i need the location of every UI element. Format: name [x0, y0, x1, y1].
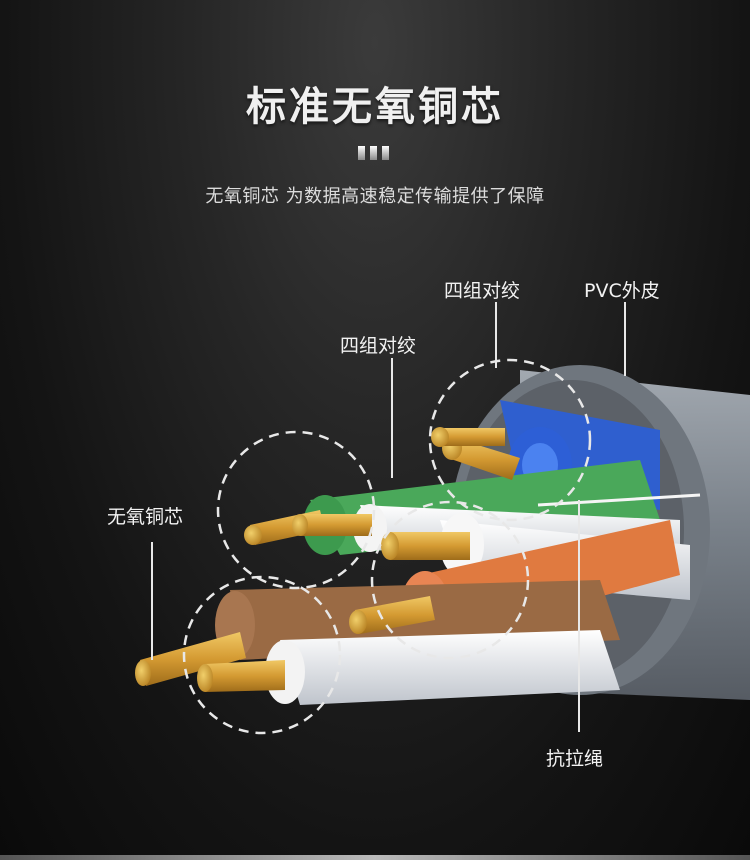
callout-circle-bottom [182, 575, 342, 735]
page-title: 标准无氧铜芯 [246, 84, 504, 130]
label-pvc-jacket: PVC外皮 [584, 280, 660, 302]
leader-pvc-jacket [624, 302, 626, 376]
callout-circle-middle [370, 500, 530, 660]
leader-ripcord [578, 500, 580, 732]
leader-copper-core [151, 542, 153, 660]
bottom-divider [0, 855, 750, 860]
label-ripcord: 抗拉绳 [546, 748, 604, 770]
page-subtitle: 无氧铜芯 为数据高速稳定传输提供了保障 [205, 186, 545, 207]
callout-circle-top [428, 358, 592, 522]
title-divider [358, 146, 400, 160]
copper-cores [135, 427, 520, 692]
leader-twisted-pairs-top [495, 302, 497, 368]
callout-circles [182, 358, 592, 735]
label-copper-core: 无氧铜芯 [107, 506, 184, 528]
leader-twisted-pairs-left [391, 358, 393, 478]
callout-circle-left [216, 430, 376, 590]
ripcord-strand [537, 493, 701, 507]
label-twisted-pairs-left: 四组对绞 [340, 335, 417, 357]
label-twisted-pairs-top: 四组对绞 [444, 280, 521, 302]
